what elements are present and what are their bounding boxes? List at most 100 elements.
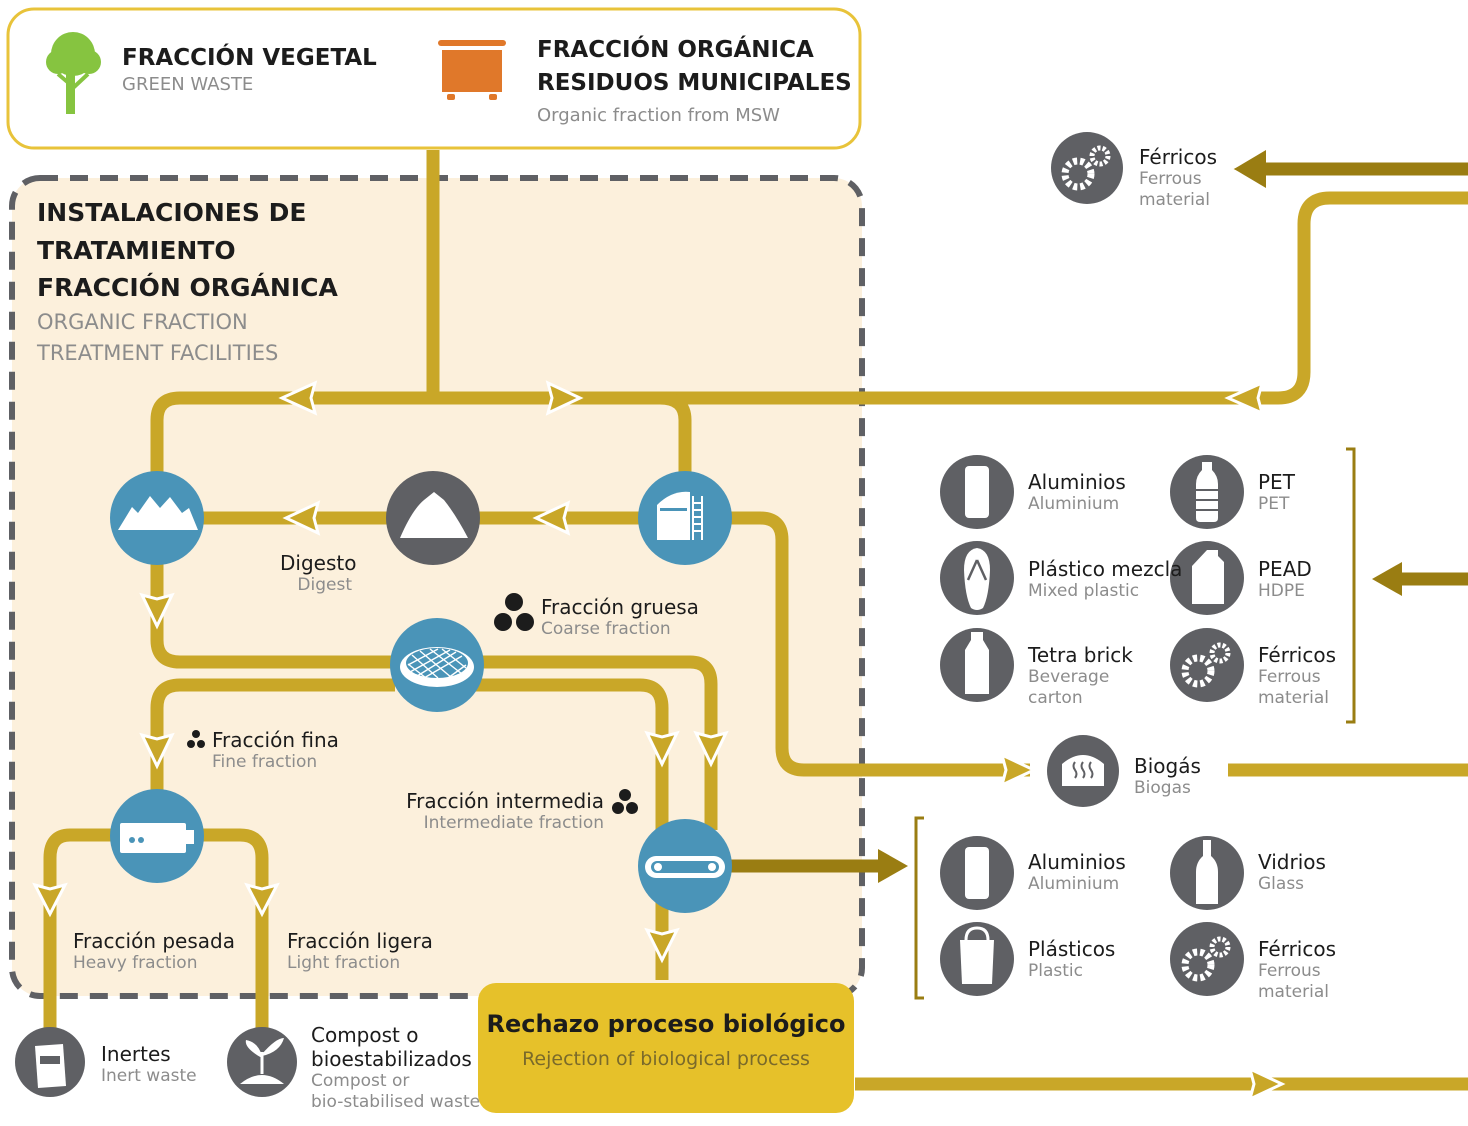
gears-icon — [1051, 132, 1123, 204]
group2-item-plastic: Plásticos Plastic — [1028, 937, 1115, 982]
light-fraction-label: Fracción ligera Light fraction — [287, 929, 433, 974]
light-es: Fracción ligera — [287, 929, 433, 953]
item-en-2: material — [1258, 688, 1329, 709]
group1-item-aluminium: Aluminios Aluminium — [1028, 470, 1126, 515]
group2-item-ferrous: Férricos Ferrous material — [1258, 937, 1336, 1004]
group1-item-ferrous: Férricos Ferrous material — [1258, 643, 1336, 710]
reject-title: Rechazo proceso biológico — [486, 1010, 846, 1038]
gears-icon — [1170, 922, 1244, 996]
waste-bin-icon — [438, 40, 506, 100]
facility-title: INSTALACIONES DE TRATAMIENTO FRACCIÓN OR… — [37, 194, 338, 370]
coarse-fraction-label: Fracción gruesa Coarse fraction — [541, 595, 699, 640]
plastic-bag-icon — [940, 922, 1014, 996]
biogas-en: Biogas — [1134, 778, 1191, 798]
green-waste-label: FRACCIÓN VEGETAL GREEN WASTE — [122, 44, 377, 96]
digester-tank-icon — [638, 471, 732, 565]
flow-lines — [43, 150, 1468, 1091]
item-en-2: material — [1258, 982, 1329, 1003]
item-en: Mixed plastic — [1028, 581, 1140, 601]
item-en-2: carton — [1028, 688, 1083, 709]
coarse-es: Fracción gruesa — [541, 595, 699, 619]
particle-dots — [187, 593, 638, 814]
facility-title-2: TRATAMIENTO — [37, 235, 236, 265]
digest-en: Digest — [297, 575, 352, 595]
facility-subtitle-1: ORGANIC FRACTION — [37, 309, 248, 334]
item-es: Plástico mezcla — [1028, 557, 1183, 581]
reject-box: Rechazo proceso biológico Rejection of b… — [478, 983, 854, 1113]
organic-msw-label: FRACCIÓN ORGÁNICA RESIDUOS MUNICIPALES O… — [537, 34, 852, 127]
fine-en: Fine fraction — [212, 752, 318, 772]
group2-bracket — [914, 816, 924, 1000]
green-waste-subtitle: GREEN WASTE — [122, 73, 254, 95]
seedling-icon — [227, 1027, 297, 1097]
biogas-icon — [1047, 735, 1119, 807]
item-es: Aluminios — [1028, 850, 1126, 874]
item-es: PEAD — [1258, 557, 1312, 581]
compost-es-1: Compost o — [311, 1023, 419, 1047]
conveyor-belt-icon — [638, 819, 732, 913]
item-en: Aluminium — [1028, 874, 1120, 894]
fine-fraction-label: Fracción fina Fine fraction — [212, 728, 339, 773]
item-en: Plastic — [1028, 961, 1083, 981]
item-en: HDPE — [1258, 581, 1305, 601]
compost-en-2: bio-stabilised waste — [311, 1092, 481, 1113]
group1-item-carton: Tetra brick Beverage carton — [1028, 643, 1133, 710]
compost-piles-icon — [110, 471, 204, 565]
item-es: Vidrios — [1258, 850, 1326, 874]
reject-subtitle: Rejection of biological process — [522, 1047, 810, 1070]
item-en-1: Beverage — [1028, 667, 1110, 687]
group1-item-pet: PET PET — [1258, 470, 1295, 515]
intermediate-fraction-label: Fracción intermedia Intermediate fractio… — [400, 789, 604, 834]
intermediate-es: Fracción intermedia — [406, 789, 604, 813]
heavy-es: Fracción pesada — [73, 929, 235, 953]
can-icon — [940, 455, 1014, 529]
ferrous-top-en-2: material — [1139, 190, 1210, 211]
item-es: Tetra brick — [1028, 643, 1133, 667]
biogas-label: Biogás Biogas — [1134, 754, 1201, 799]
ferrous-top-label: Férricos Ferrous material — [1139, 145, 1217, 212]
item-es: PET — [1258, 470, 1295, 494]
item-es: Plásticos — [1028, 937, 1116, 961]
ferrous-top-en-1: Ferrous — [1139, 169, 1202, 189]
tree-icon — [46, 32, 101, 114]
group1-item-mixed-plastic: Plástico mezcla Mixed plastic — [1028, 557, 1182, 602]
facility-subtitle-2: TREATMENT FACILITIES — [37, 341, 279, 365]
facility-title-1: INSTALACIONES DE — [37, 198, 307, 227]
item-es: Férricos — [1258, 937, 1337, 961]
facility-title-3: FRACCIÓN ORGÁNICA — [37, 273, 338, 302]
green-waste-title: FRACCIÓN VEGETAL — [122, 45, 377, 71]
heavy-en: Heavy fraction — [73, 953, 198, 973]
item-en-1: Ferrous — [1258, 667, 1321, 687]
group2-item-glass: Vidrios Glass — [1258, 850, 1326, 895]
group1-item-hdpe: PEAD HDPE — [1258, 557, 1312, 602]
item-en-1: Ferrous — [1258, 961, 1321, 981]
inert-es: Inertes — [101, 1042, 171, 1066]
sieve-icon — [390, 618, 484, 712]
can-icon — [940, 836, 1014, 910]
coarse-en: Coarse fraction — [541, 619, 671, 639]
compost-es-2: bioestabilizados — [311, 1047, 472, 1071]
intermediate-en: Intermediate fraction — [423, 813, 604, 833]
sack-icon — [15, 1027, 85, 1097]
jerrycan-icon — [1170, 541, 1244, 615]
separator-icon — [110, 789, 204, 883]
ferrous-top-es: Férricos — [1139, 145, 1218, 169]
item-es: Férricos — [1258, 643, 1337, 667]
group1-bracket — [1346, 447, 1356, 724]
digest-label: Digesto Digest — [280, 551, 356, 596]
organic-msw-subtitle: Organic fraction from MSW — [537, 104, 780, 126]
carton-icon — [940, 628, 1014, 702]
item-es: Aluminios — [1028, 470, 1126, 494]
item-en: Glass — [1258, 874, 1305, 894]
organic-msw-title-2: RESIDUOS MUNICIPALES — [537, 70, 852, 97]
group2-item-aluminium: Aluminios Aluminium — [1028, 850, 1126, 895]
compost-en-1: Compost or — [311, 1071, 410, 1091]
organic-msw-title-1: FRACCIÓN ORGÁNICA — [537, 37, 814, 63]
compost-label: Compost o bioestabilizados Compost or bi… — [311, 1023, 480, 1114]
pet-bottle-icon — [1170, 455, 1244, 529]
gears-icon — [1170, 628, 1244, 702]
inert-label: Inertes Inert waste — [101, 1042, 197, 1087]
glass-bottle-icon — [1170, 836, 1244, 910]
flip-flop-icon — [940, 541, 1014, 615]
item-en: Aluminium — [1028, 494, 1120, 514]
